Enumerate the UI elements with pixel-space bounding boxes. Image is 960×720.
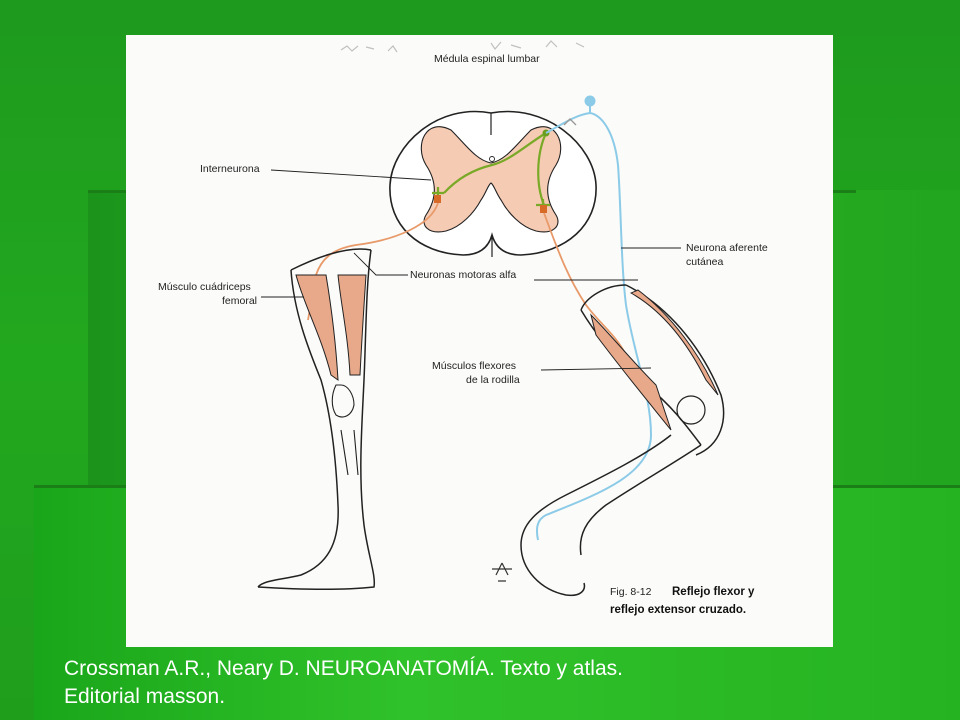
- label-quadriceps-2: femoral: [222, 295, 257, 307]
- stimulus-mark: [492, 562, 512, 582]
- quadriceps-muscle: [295, 274, 339, 382]
- label-afferent: Neurona aferente: [686, 242, 768, 254]
- label-knee-flexors-2: de la rodilla: [466, 374, 520, 386]
- caption-line: Crossman A.R., Neary D. NEUROANATOMÍA. T…: [64, 657, 623, 680]
- label-interneuron: Interneurona: [200, 163, 260, 175]
- reflex-diagram: Médula espinal lumbar Interneurona Múscu…: [126, 35, 833, 647]
- label-quadriceps: Músculo cuádriceps: [158, 281, 251, 293]
- diagram-svg: Médula espinal lumbar Interneurona Múscu…: [158, 40, 768, 616]
- left-leg: [257, 248, 376, 590]
- knee-flexor-muscle: [590, 313, 672, 431]
- bleed-through-marks: [340, 40, 585, 53]
- quadriceps-muscle-lateral: [337, 274, 367, 376]
- label-afferent-2: cutánea: [686, 256, 724, 268]
- right-leg: [520, 284, 725, 597]
- leader-lines: [261, 169, 681, 371]
- knee-extensor-muscle: [629, 289, 719, 396]
- root-marker: [563, 118, 577, 126]
- motor-soma-left: [434, 195, 441, 203]
- source-caption: Crossman A.R., Neary D. NEUROANATOMÍA. T…: [64, 655, 924, 711]
- afferent-ganglion: [584, 95, 596, 107]
- label-knee-flexors: Músculos flexores: [432, 360, 516, 372]
- figure-number: Fig. 8-12: [610, 586, 652, 598]
- spinal-cord-section: [389, 110, 597, 257]
- label-spinal-cord: Médula espinal lumbar: [434, 53, 540, 65]
- motor-soma-right: [540, 205, 547, 213]
- figure-title-2: reflejo extensor cruzado.: [610, 604, 746, 616]
- figure-title: Reflejo flexor y: [672, 586, 755, 598]
- motor-neuron-path: [307, 202, 627, 356]
- label-motor-neurons: Neuronas motoras alfa: [410, 269, 516, 281]
- caption-line: Editorial masson.: [64, 685, 226, 708]
